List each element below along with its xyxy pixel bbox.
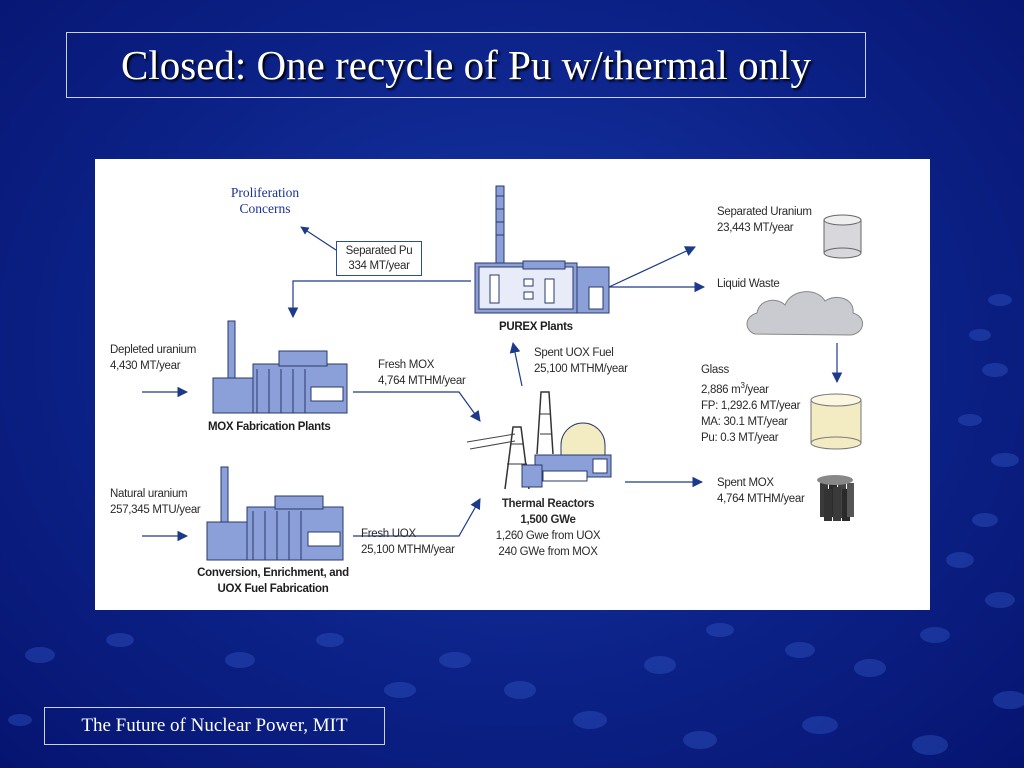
thermal-reactors-uox: 1,260 Gwe from UOX (495, 530, 601, 542)
separated-pu-value: 334 MT/year (348, 260, 410, 272)
uranium-arrow (608, 246, 696, 288)
mox-fab-label: MOX Fabrication Plants (208, 421, 331, 433)
conversion-label: Conversion, Enrichment, and UOX Fuel Fab… (179, 565, 367, 597)
glass-volume: 2,886 m3/year (701, 378, 800, 398)
slide-title-box: Closed: One recycle of Pu w/thermal only (66, 32, 866, 98)
purex-label: PUREX Plants (499, 321, 573, 333)
natural-uranium-label: Natural uranium 257,345 MTU/year (110, 486, 201, 518)
purex-plant-icon (474, 185, 610, 314)
glass-pu: Pu: 0.3 MT/year (701, 431, 779, 444)
flow-arrows (142, 226, 843, 542)
fresh-uox-label: Fresh UOX 25,100 MTHM/year (361, 526, 455, 558)
uranium-drum-icon (823, 214, 862, 259)
glass-ma: MA: 30.1 MT/year (701, 415, 788, 428)
spent-uox-label: Spent UOX Fuel 25,100 MTHM/year (534, 345, 628, 377)
spent-uox-arrow (509, 341, 523, 387)
fresh-uox-arrow (353, 498, 481, 537)
spent-mox-value: 4,764 MTHM/year (717, 493, 805, 505)
thermal-reactors-label: Thermal Reactors 1,500 GWe 1,260 Gwe fro… (488, 496, 608, 560)
separated-pu-label: Separated Pu (345, 245, 413, 257)
conversion-line-1: Conversion, Enrichment, and (197, 567, 349, 579)
separated-uranium-name: Separated Uranium (717, 206, 812, 218)
proliferation-label: Proliferation Concerns (215, 185, 315, 217)
proliferation-line-2: Concerns (239, 201, 291, 216)
proliferation-arrow (300, 226, 337, 251)
fuel-cycle-diagram: Proliferation Concerns Separated Pu 334 … (95, 159, 930, 610)
slide-title: Closed: One recycle of Pu w/thermal only (121, 42, 811, 88)
separated-uranium-label: Separated Uranium 23,443 MT/year (717, 204, 812, 236)
proliferation-line-1: Proliferation (230, 185, 300, 200)
glass-volume-sup: 3 (740, 381, 745, 390)
separated-uranium-value: 23,443 MT/year (717, 222, 794, 234)
fresh-uox-value: 25,100 MTHM/year (361, 544, 455, 556)
glass-name: Glass (701, 364, 729, 376)
natural-uranium-value: 257,345 MTU/year (110, 504, 201, 516)
fresh-mox-name: Fresh MOX (378, 359, 435, 371)
glass-label: Glass 2,886 m3/year FP: 1,292.6 MT/year … (701, 362, 800, 446)
mox-fab-plant-icon (212, 320, 348, 414)
glass-fp: FP: 1,292.6 MT/year (701, 399, 801, 412)
footer-text: The Future of Nuclear Power, MIT (81, 715, 348, 736)
spent-mox-rods-icon (817, 475, 854, 521)
spent-uox-value: 25,100 MTHM/year (534, 363, 628, 375)
thermal-reactors-name: Thermal Reactors (501, 498, 595, 510)
fresh-mox-arrow (353, 391, 481, 422)
fresh-mox-value: 4,764 MTHM/year (378, 375, 466, 387)
depleted-uranium-label: Depleted uranium 4,430 MT/year (110, 342, 196, 374)
separated-pu-box: Separated Pu 334 MT/year (336, 241, 422, 276)
fresh-uox-name: Fresh UOX (361, 528, 416, 540)
liquid-waste-cloud-icon (746, 291, 863, 336)
conversion-line-2: UOX Fuel Fabrication (217, 583, 329, 595)
spent-mox-name: Spent MOX (717, 477, 774, 489)
pu-to-mox-arrow (287, 280, 471, 319)
glass-volume-value: 2,886 m (701, 383, 741, 396)
thermal-reactors-capacity: 1,500 GWe (520, 514, 576, 526)
liquid-waste-label: Liquid Waste (717, 278, 780, 290)
thermal-reactor-icon (466, 391, 612, 490)
spent-uox-name: Spent UOX Fuel (534, 347, 614, 359)
spent-mox-label: Spent MOX 4,764 MTHM/year (717, 475, 805, 507)
diagram-graphics (142, 185, 863, 561)
glass-volume-unit: /year (744, 383, 769, 396)
footer-box: The Future of Nuclear Power, MIT (44, 707, 385, 745)
depleted-uranium-value: 4,430 MT/year (110, 360, 181, 372)
depleted-uranium-name: Depleted uranium (110, 344, 196, 356)
thermal-reactors-mox: 240 GWe from MOX (498, 546, 598, 558)
conversion-plant-icon (206, 466, 344, 561)
fresh-mox-label: Fresh MOX 4,764 MTHM/year (378, 357, 466, 389)
glass-canister-icon (810, 393, 862, 450)
natural-uranium-name: Natural uranium (110, 488, 188, 500)
